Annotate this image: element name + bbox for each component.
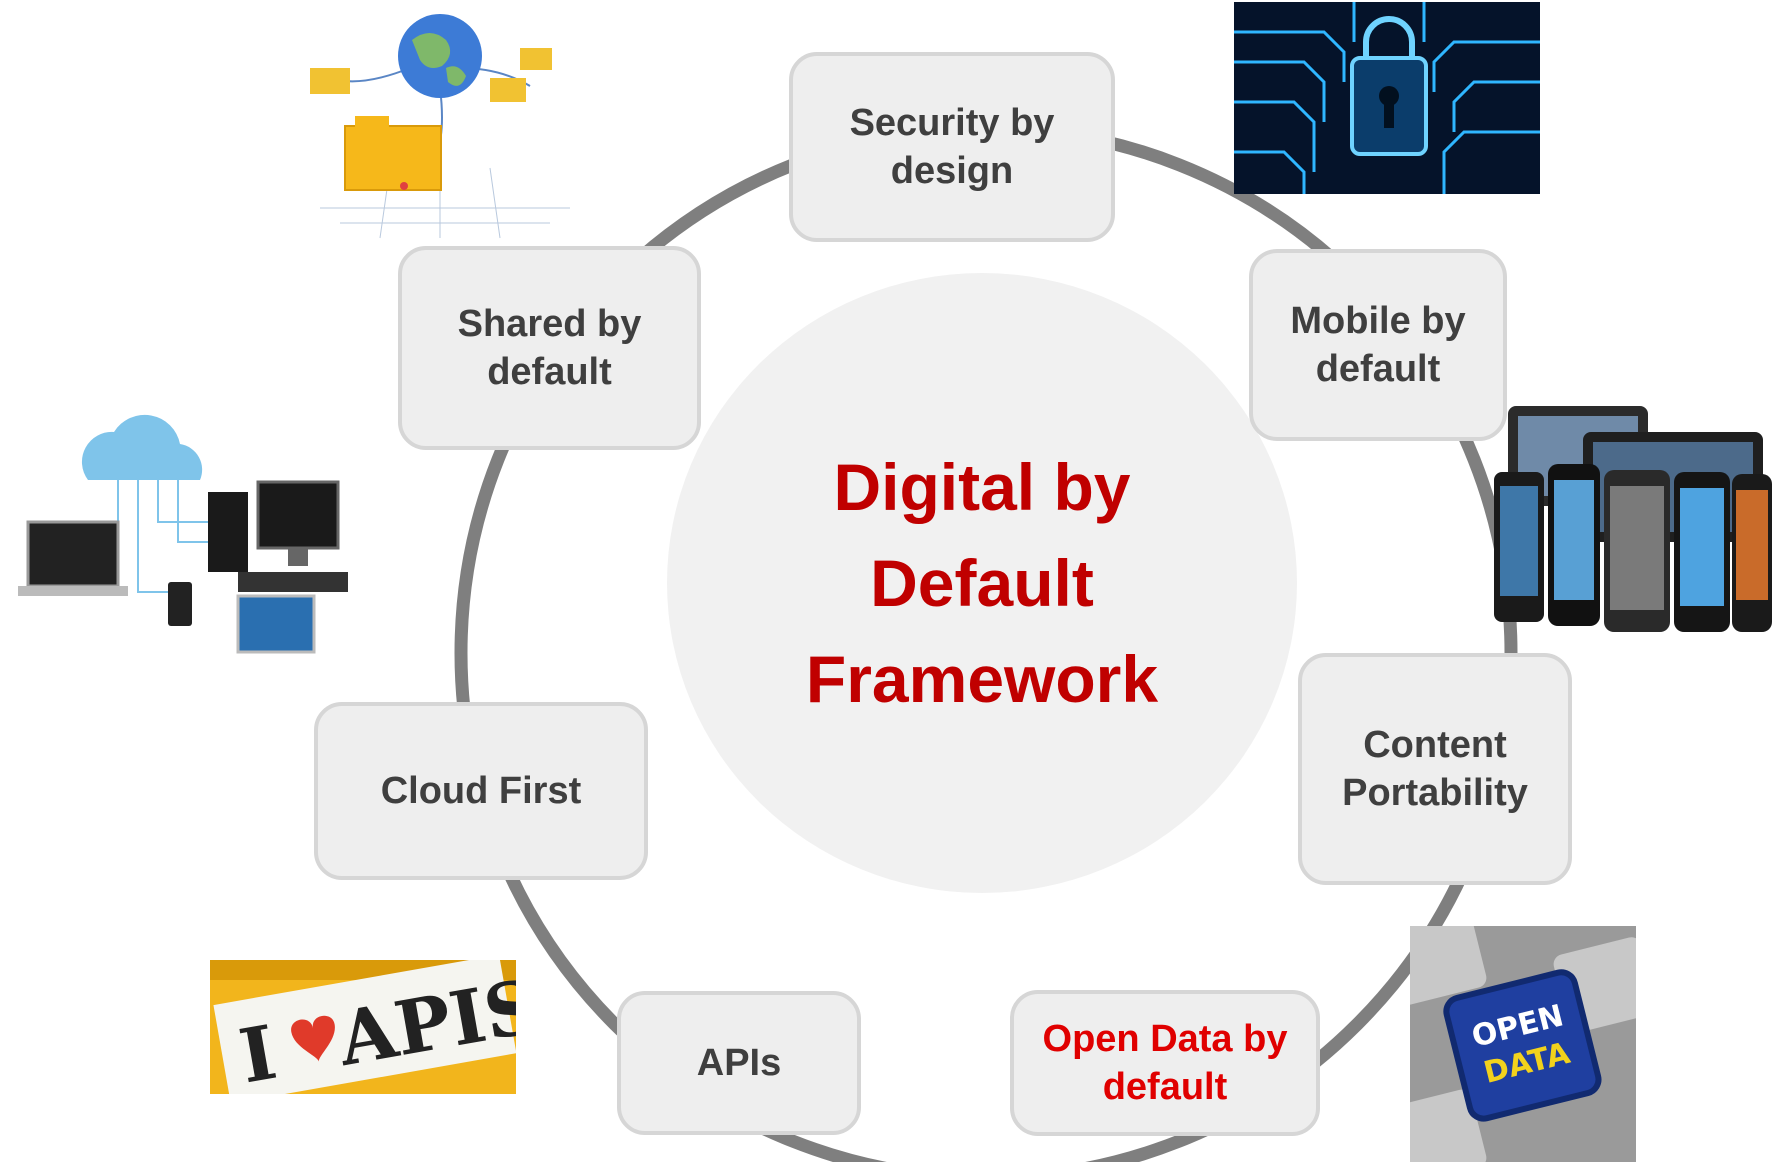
open-data-key-image: OPEN DATA	[1410, 926, 1636, 1162]
cloud-devices-image	[8, 412, 364, 668]
center-disc	[667, 273, 1297, 893]
node-open-data-by-default: Open Data by default	[1010, 990, 1320, 1136]
node-shared-by-default: Shared by default	[398, 246, 701, 450]
circuit-padlock-image	[1234, 2, 1540, 194]
heart-icon	[291, 1015, 335, 1062]
mobile-devices-image	[1488, 402, 1772, 634]
node-cloud-first: Cloud First	[314, 702, 648, 880]
node-security-by-design: Security by design	[789, 52, 1115, 242]
node-mobile-by-default: Mobile by default	[1249, 249, 1507, 441]
node-content-portability: Content Portability	[1298, 653, 1572, 885]
center-title: Digital by Default Framework	[805, 450, 1159, 716]
shared-folders-globe-image	[300, 8, 580, 240]
i-love-apis-image: I APIS	[210, 960, 516, 1094]
node-apis: APIs	[617, 991, 861, 1135]
